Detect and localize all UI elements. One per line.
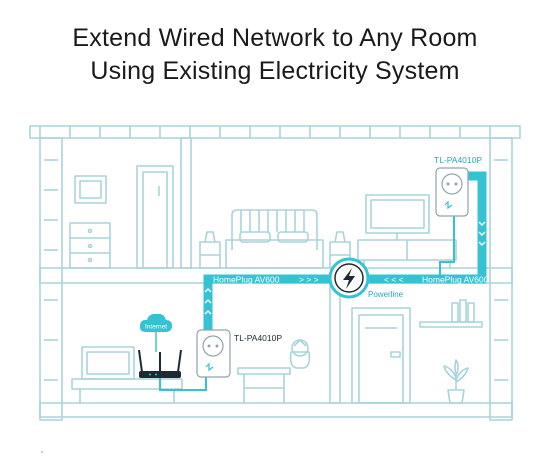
vase bbox=[289, 339, 311, 369]
lower-divider-wall bbox=[329, 282, 341, 404]
up-chevrons bbox=[204, 288, 212, 315]
tv-downstairs bbox=[81, 346, 135, 380]
tv-bench bbox=[71, 378, 183, 403]
title-line-1: Extend Wired Network to Any Room bbox=[72, 24, 478, 52]
room-door bbox=[351, 307, 411, 404]
side-table bbox=[237, 367, 291, 403]
nightstand-left bbox=[199, 231, 221, 269]
cloud-icon bbox=[139, 313, 172, 352]
powerline-label: Powerline bbox=[368, 290, 404, 299]
down-chevrons bbox=[478, 221, 486, 246]
powerline-route bbox=[203, 171, 487, 330]
closet-door bbox=[136, 165, 174, 269]
upper-divider-wall bbox=[180, 137, 192, 269]
drawer-cabinet bbox=[69, 222, 111, 269]
bookshelf bbox=[419, 299, 483, 328]
router-icon bbox=[138, 349, 182, 378]
bed bbox=[225, 209, 324, 269]
potted-plant bbox=[443, 359, 469, 404]
roof-beam bbox=[29, 125, 521, 139]
tv-upstairs bbox=[365, 194, 430, 240]
powerline-adapter-icon-bottom bbox=[196, 329, 231, 378]
device-label-bottom: TL-PA4010P bbox=[234, 333, 282, 343]
arrows-left: < < < bbox=[384, 275, 404, 285]
internet-label: Internet bbox=[145, 324, 167, 331]
homeplug-label-left: HomePlug AV600 bbox=[213, 275, 280, 285]
tv-cabinet bbox=[357, 239, 457, 268]
adapter-connector bbox=[439, 215, 455, 276]
device-label-top: TL-PA4010P bbox=[434, 155, 482, 165]
lightning-icon bbox=[328, 257, 370, 299]
homeplug-label-right: HomePlug AV600 bbox=[422, 275, 489, 285]
ground-floor bbox=[39, 402, 513, 418]
picture-frame bbox=[74, 175, 107, 204]
arrows-right: > > > bbox=[299, 275, 319, 285]
corner-dot bbox=[41, 451, 43, 453]
powerline-adapter-icon bbox=[435, 167, 469, 217]
title-line-2: Using Existing Electricity System bbox=[90, 57, 460, 85]
